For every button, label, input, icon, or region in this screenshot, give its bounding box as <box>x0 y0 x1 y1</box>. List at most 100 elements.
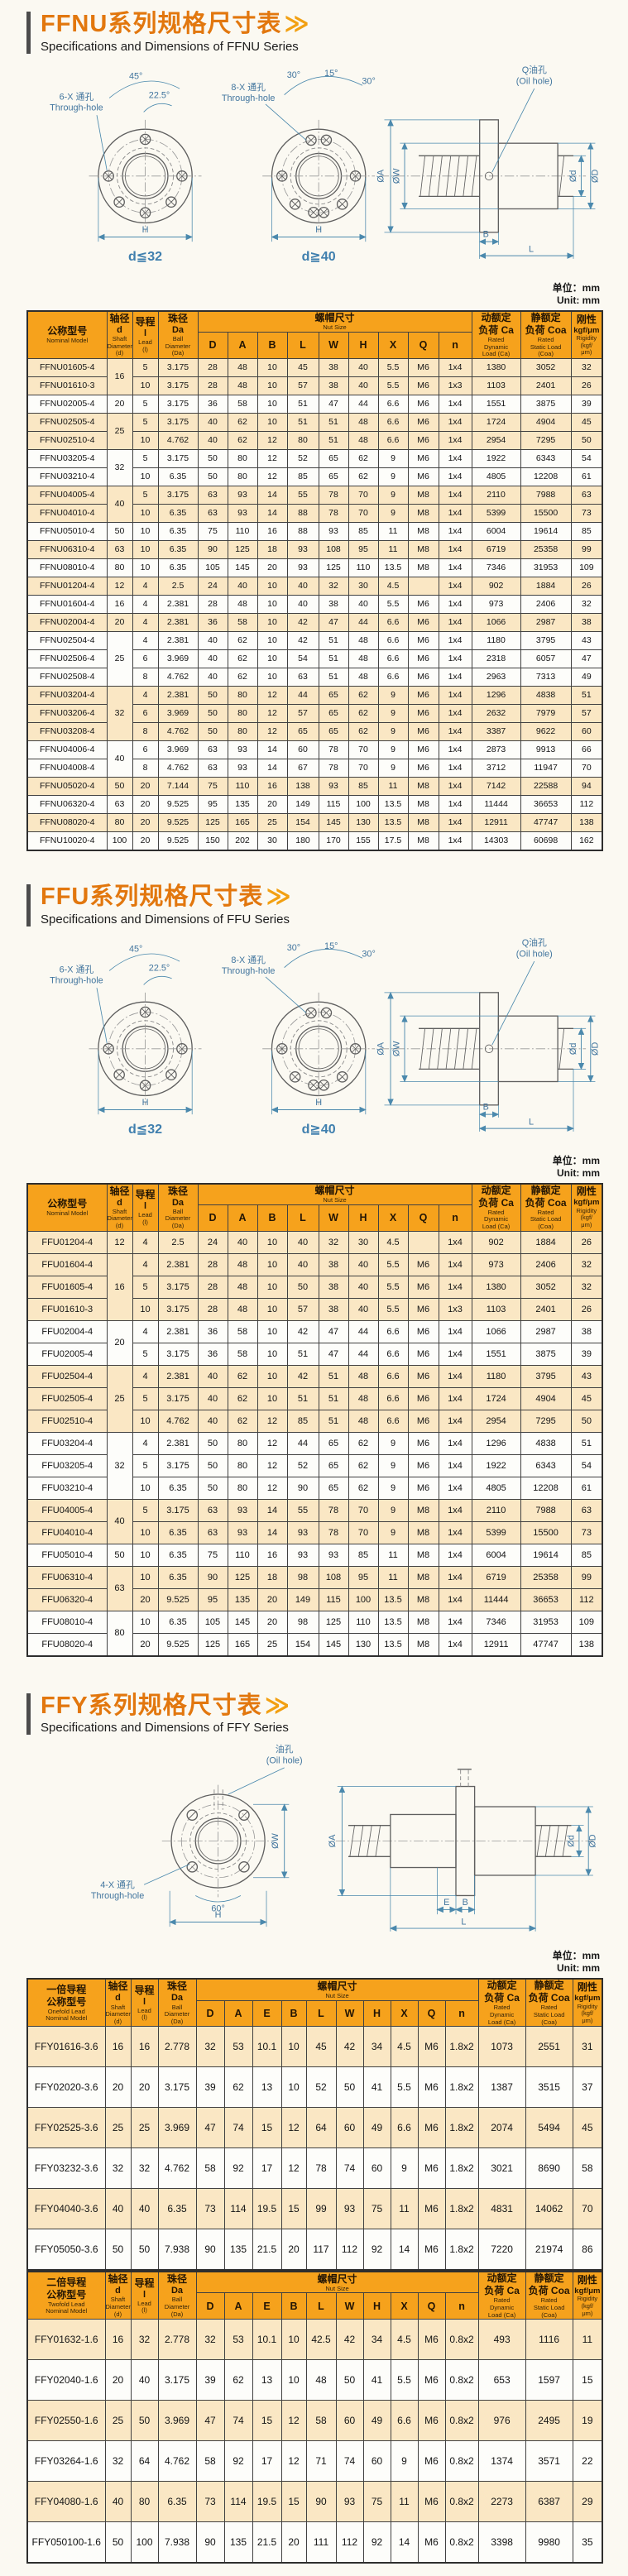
col-header-n: n <box>444 2292 479 2320</box>
cell-shaft-diameter: 40 <box>106 740 133 778</box>
cell-ball-diameter: 3.175 <box>157 485 199 505</box>
cell-rigidity: 58 <box>572 2147 603 2190</box>
cell-dynamic-load: 4805 <box>471 1476 521 1500</box>
cell-D: 63 <box>197 758 228 778</box>
cell-H: 70 <box>348 758 379 778</box>
cell-W: 108 <box>318 539 349 559</box>
cell-static-load: 12208 <box>520 467 572 486</box>
cell-Q: M6 <box>407 594 439 614</box>
cell-A: 145 <box>227 558 258 577</box>
cell-static-load: 7979 <box>520 703 572 723</box>
cell-dynamic-load: 12911 <box>471 1632 521 1657</box>
col-header-X: X <box>377 1204 409 1232</box>
cell-D: 39 <box>195 2066 225 2109</box>
cell-rigidity: 109 <box>570 558 603 577</box>
dim-label-H: H <box>142 225 149 235</box>
cell-W: 47 <box>318 1319 349 1343</box>
cell-shaft-diameter: 50 <box>104 2521 132 2564</box>
col-header-D: D <box>197 332 228 359</box>
cell-dynamic-load: 1724 <box>471 1386 521 1410</box>
col-header-A: A <box>223 2292 253 2320</box>
cell-rigidity: 32 <box>570 594 603 614</box>
cell-D: 75 <box>197 521 228 541</box>
cell-n: 1x4 <box>438 758 472 778</box>
cell-A: 48 <box>227 357 258 377</box>
cell-L: 63 <box>286 667 319 687</box>
cell-shaft-diameter: 25 <box>106 1364 133 1433</box>
section-ffy: FFY系列规格尺寸表≫ Specifications and Dimension… <box>0 1657 628 2564</box>
cell-lead: 20 <box>132 1587 159 1611</box>
cell-rigidity: 57 <box>570 703 603 723</box>
cell-H: 110 <box>348 1610 379 1634</box>
cell-D: 40 <box>197 630 228 650</box>
cell-L: 42 <box>286 1364 319 1388</box>
cell-model: FFY05050-3.6 <box>26 2229 106 2271</box>
cell-Q: M6 <box>417 2026 446 2068</box>
cell-lead: 5 <box>132 485 159 505</box>
cell-H: 62 <box>348 721 379 741</box>
cell-A: 53 <box>223 2026 253 2068</box>
cell-L: 67 <box>286 758 319 778</box>
cell-rigidity: 50 <box>570 1409 603 1433</box>
cell-A: 135 <box>227 794 258 814</box>
angle-30-label: 30° <box>287 943 300 953</box>
cell-model: FFY02525-3.6 <box>26 2107 106 2149</box>
cell-E: 10.1 <box>252 2319 282 2361</box>
cell-L: 44 <box>286 1431 319 1455</box>
cell-X: 9 <box>377 448 409 468</box>
cell-ball-diameter: 3.175 <box>157 1453 199 1477</box>
cell-model: FFNU10020-4 <box>26 831 108 851</box>
cell-ball-diameter: 4.762 <box>157 2440 197 2483</box>
cell-model: FFNU04006-4 <box>26 740 108 759</box>
section-ffu: FFU系列规格尺寸表≫ Specifications and Dimension… <box>0 851 628 1657</box>
cell-static-load: 19614 <box>520 1543 572 1567</box>
cell-Q: M8 <box>407 1520 439 1544</box>
cell-ball-diameter: 4.762 <box>157 2147 197 2190</box>
cell-W: 93 <box>318 521 349 541</box>
cell-D: 90 <box>195 2521 225 2564</box>
cell-n: 1x4 <box>438 503 472 523</box>
cell-ball-diameter: 2.5 <box>157 576 199 596</box>
cell-A: 58 <box>227 1319 258 1343</box>
cell-A: 80 <box>227 721 258 741</box>
cell-static-load: 1597 <box>525 2359 573 2401</box>
cell-lead: 8 <box>132 721 159 741</box>
cell-model: FFU01610-3 <box>26 1297 108 1321</box>
col-header-X: X <box>390 1999 419 2028</box>
cell-lead: 80 <box>130 2481 159 2523</box>
cell-A: 135 <box>223 2521 253 2564</box>
cell-B: 12 <box>256 1453 288 1477</box>
cell-model: FFNU01605-4 <box>26 357 108 377</box>
cell-D: 50 <box>197 1476 228 1500</box>
cell-n: 1x4 <box>438 740 472 759</box>
cell-rigidity: 29 <box>572 2481 603 2523</box>
cell-D: 150 <box>197 831 228 851</box>
cell-W: 47 <box>318 1342 349 1366</box>
cell-X: 6.6 <box>377 612 409 632</box>
cell-W: 93 <box>335 2188 364 2230</box>
cell-rigidity: 70 <box>572 2188 603 2230</box>
cell-n: 1.8x2 <box>444 2107 479 2149</box>
cell-rigidity: 11 <box>572 2319 603 2361</box>
cell-dynamic-load: 902 <box>471 576 521 596</box>
cell-Q <box>407 576 439 596</box>
cell-static-load: 2401 <box>520 1297 572 1321</box>
col-header-Q: Q <box>417 1999 446 2028</box>
cell-B: 10 <box>256 1319 288 1343</box>
cell-D: 40 <box>197 412 228 432</box>
cell-L: 44 <box>286 685 319 705</box>
cell-A: 110 <box>227 1543 258 1567</box>
cell-H: 70 <box>348 485 379 505</box>
cell-rigidity: 43 <box>570 630 603 650</box>
col-header-L: L <box>286 1204 319 1232</box>
cell-static-load: 2401 <box>520 376 572 395</box>
